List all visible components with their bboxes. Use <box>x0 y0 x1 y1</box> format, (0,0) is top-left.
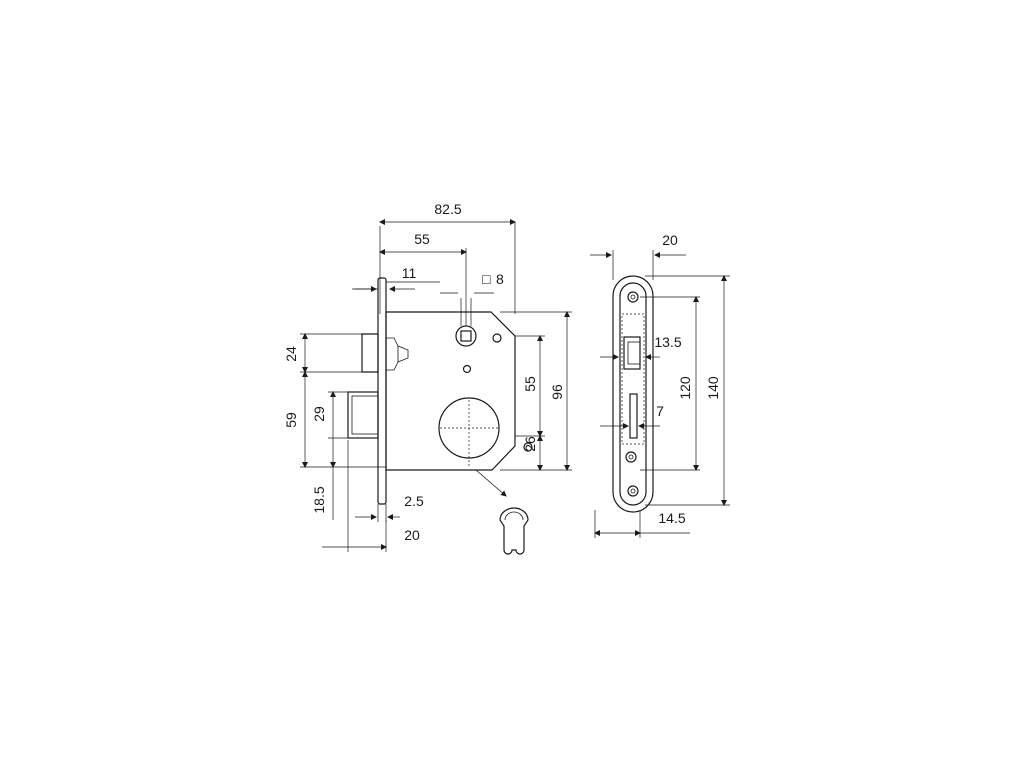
side-view: 20 13.5 7 120 140 14.5 <box>590 232 730 538</box>
spindle-hub <box>455 325 477 347</box>
dim-backset: 55 <box>414 231 430 247</box>
latch-bolt <box>361 333 379 373</box>
dim-bolt-offset: 18.5 <box>311 486 327 513</box>
dim-forend-width: 20 <box>404 527 420 543</box>
dim-side-forend-width: 20 <box>662 232 678 248</box>
dead-bolt <box>347 391 379 439</box>
dim-latch-width: 13.5 <box>654 334 681 350</box>
dim-cylinder-offset: 26 <box>522 436 538 452</box>
forend-faceplate <box>612 275 654 513</box>
dim-case-height: 96 <box>549 384 565 400</box>
dim-forend-offset: 11 <box>402 265 417 281</box>
dim-plate-width: 14.5 <box>658 510 685 526</box>
forend-plate <box>377 277 387 505</box>
dim-latch-height: 24 <box>283 346 299 362</box>
dim-screw-distance: 120 <box>677 376 693 400</box>
dim-centre-distance: 55 <box>522 376 538 392</box>
front-view: 82.5 55 11 □ 8 24 59 29 18.5 2.5 <box>283 201 572 555</box>
dim-bolt-width: 7 <box>656 403 664 419</box>
dim-bolt-throw: 2.5 <box>404 493 424 509</box>
dim-spindle-square-symbol: □ <box>482 271 491 287</box>
lock-case <box>385 311 516 471</box>
dim-spindle-square: 8 <box>496 271 504 287</box>
dim-latch-to-bolt: 59 <box>283 412 299 428</box>
keyhole-profile <box>475 469 529 555</box>
dim-case-length: 82.5 <box>434 201 461 217</box>
dim-bolt-height: 29 <box>311 406 327 422</box>
bolt-opening <box>629 393 638 439</box>
dim-forend-length: 140 <box>705 376 721 400</box>
